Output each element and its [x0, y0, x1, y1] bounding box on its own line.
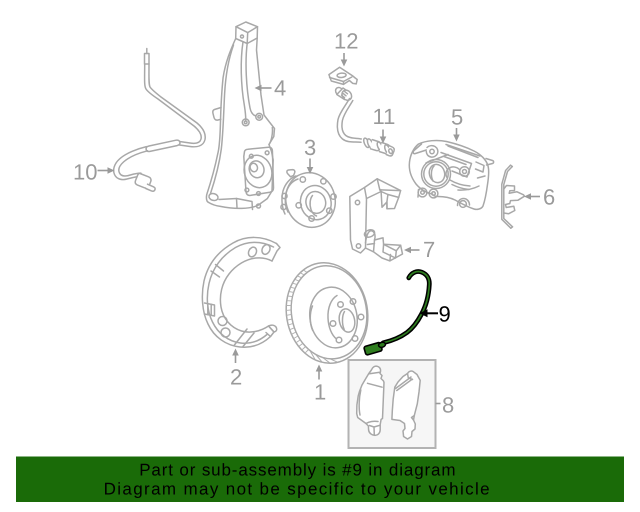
svg-text:5: 5	[451, 105, 463, 130]
svg-text:Diagram may not be specific to: Diagram may not be specific to your vehi…	[104, 480, 491, 499]
svg-text:11: 11	[373, 104, 396, 129]
svg-text:3: 3	[304, 135, 316, 160]
svg-text:2: 2	[230, 365, 242, 390]
svg-text:Part or sub-assembly is #9 in: Part or sub-assembly is #9 in diagram	[139, 461, 456, 480]
svg-text:9: 9	[439, 302, 451, 327]
svg-text:12: 12	[334, 29, 358, 54]
svg-text:10: 10	[73, 160, 97, 185]
svg-text:7: 7	[423, 237, 435, 262]
svg-text:8: 8	[442, 393, 454, 418]
svg-text:1: 1	[314, 380, 326, 405]
svg-text:4: 4	[274, 76, 286, 101]
svg-text:6: 6	[543, 185, 555, 210]
